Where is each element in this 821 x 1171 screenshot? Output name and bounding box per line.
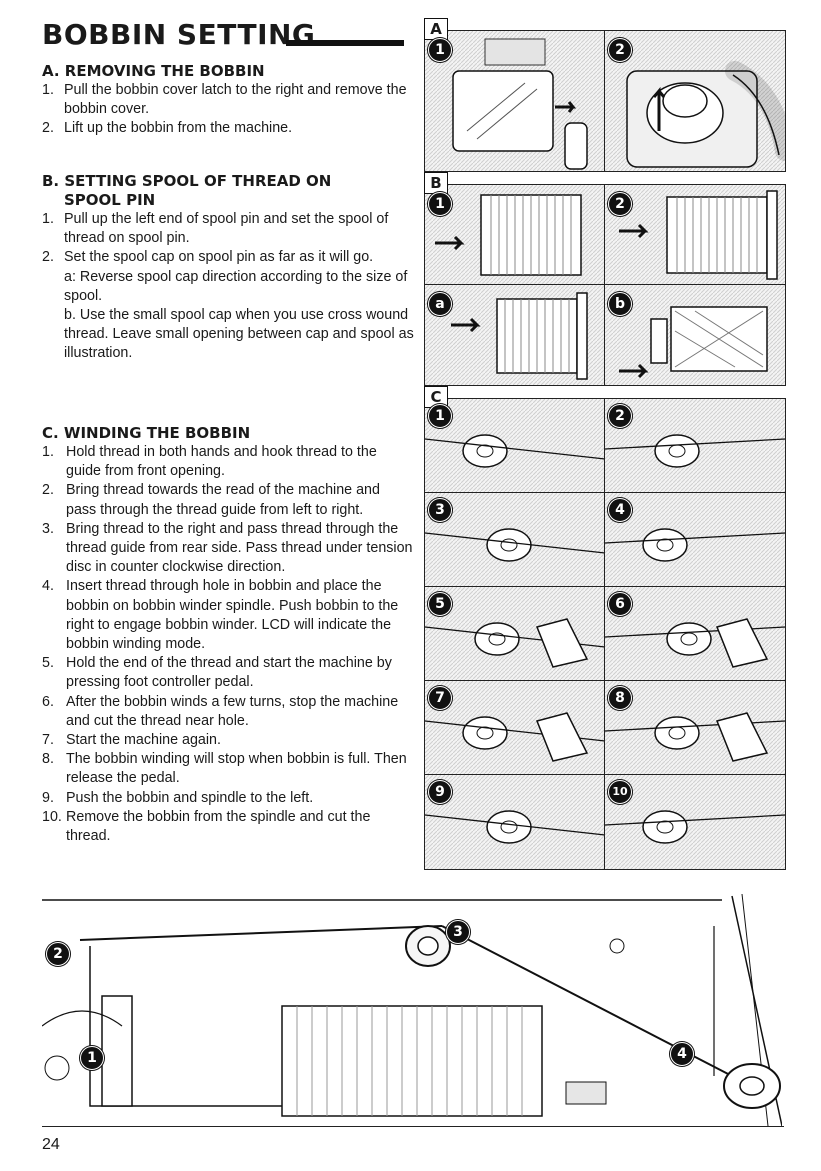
title-underline-bar	[286, 40, 404, 46]
figure-b-note-badge: b	[608, 292, 632, 316]
figure-a1-remove-cover	[424, 30, 606, 172]
winding-step-illustration	[425, 775, 605, 869]
figure-c-step-badge: 10	[608, 780, 632, 804]
note-b: b. Use the small spool cap when you use …	[64, 307, 414, 362]
section-a-title: A. REMOVING THE BOBBIN	[42, 62, 265, 80]
list-item: 8.The bobbin winding will stop when bobb…	[42, 751, 407, 787]
figure-b2-spool-cap	[604, 184, 786, 286]
spool-illustration	[425, 185, 605, 285]
figure-a2-lift-bobbin	[604, 30, 786, 172]
thread-path-illustration: 1 2 3 4	[41, 886, 783, 1132]
figure-b-b-cross-wound	[604, 284, 786, 386]
spool-cap-illustration	[605, 185, 785, 285]
list-item: 1.Pull up the left end of spool pin and …	[42, 211, 389, 247]
figure-c-step-panel	[604, 398, 786, 494]
winding-step-illustration	[425, 493, 605, 587]
figure-c-step-panel	[424, 398, 606, 494]
winding-step-illustration	[605, 399, 785, 493]
figure-b-note-badge: a	[428, 292, 452, 316]
figure-a-tag: A	[424, 18, 448, 40]
figure-c-step-panel	[604, 492, 786, 588]
figure-c-step-panel	[424, 586, 606, 682]
cross-wound-spool-illustration	[605, 285, 785, 385]
figure-a-step-badge: 1	[428, 38, 452, 62]
figure-c-step-panel	[424, 774, 606, 870]
large-spool-illustration	[425, 285, 605, 385]
footer-rule	[42, 1126, 784, 1127]
figure-b-step-badge: 2	[608, 192, 632, 216]
figure-b-a-spool-cap-reverse	[424, 284, 606, 386]
bobbin-cover-illustration	[425, 31, 605, 171]
note-a: a: Reverse spool cap direction according…	[64, 268, 408, 304]
page-number: 24	[42, 1136, 60, 1153]
list-item: 4.Insert thread through hole in bobbin a…	[42, 578, 399, 653]
list-item: 10.Remove the bobbin from the spindle an…	[42, 808, 371, 845]
winding-step-illustration	[605, 493, 785, 587]
figure-c-step-badge: 1	[428, 404, 452, 428]
list-item: 2.Set the spool cap on spool pin as far …	[42, 248, 414, 363]
winding-step-illustration	[605, 681, 785, 775]
list-item: 7.Start the machine again.	[42, 732, 221, 749]
figure-c-step-badge: 5	[428, 592, 452, 616]
section-b-title: B. SETTING SPOOL OF THREAD ON SPOOL PIN	[42, 172, 332, 209]
winding-step-illustration	[605, 775, 785, 869]
section-c-steps: 1.Hold thread in both hands and hook thr…	[42, 443, 414, 846]
section-removing-bobbin: A. REMOVING THE BOBBIN 1.Pull the bobbin…	[42, 62, 414, 139]
figure-b1-spool-on-pin	[424, 184, 606, 286]
winding-step-illustration	[425, 587, 605, 681]
figure-b-tag: B	[424, 172, 448, 194]
machine-top-illustration	[41, 886, 783, 1132]
figure-c-step-panel	[604, 586, 786, 682]
thread-path-badge: 1	[80, 1046, 104, 1070]
figure-c-step-badge: 9	[428, 780, 452, 804]
list-item: 5.Hold the end of the thread and start t…	[42, 655, 392, 691]
list-item: 1.Pull the bobbin cover latch to the rig…	[42, 82, 407, 118]
list-item: 9.Push the bobbin and spindle to the lef…	[42, 789, 314, 806]
list-item: 2.Lift up the bobbin from the machine.	[42, 120, 293, 137]
thread-path-badge: 3	[446, 920, 470, 944]
figure-c-step-badge: 4	[608, 498, 632, 522]
winding-step-illustration	[425, 399, 605, 493]
figure-c-step-badge: 7	[428, 686, 452, 710]
thread-path-badge: 2	[46, 942, 70, 966]
figure-a-step-badge: 2	[608, 38, 632, 62]
figure-c-step-panel	[604, 680, 786, 776]
figure-b-step-badge: 1	[428, 192, 452, 216]
list-item: 6.After the bobbin winds a few turns, st…	[42, 693, 399, 729]
winding-step-illustration	[605, 587, 785, 681]
list-item: 2.Bring thread towards the read of the m…	[42, 482, 380, 518]
figure-c-step-panel	[424, 680, 606, 776]
figure-c-step-panel	[604, 774, 786, 870]
section-c-title: C. WINDING THE BOBBIN	[42, 424, 251, 442]
section-a-steps: 1.Pull the bobbin cover latch to the rig…	[42, 81, 414, 139]
section-b-steps: 1.Pull up the left end of spool pin and …	[42, 210, 414, 364]
list-item: 3.Bring thread to the right and pass thr…	[42, 520, 413, 576]
page-title: BOBBIN SETTING	[42, 18, 316, 51]
figure-c-step-badge: 3	[428, 498, 452, 522]
figure-c-step-badge: 6	[608, 592, 632, 616]
figure-c-step-badge: 8	[608, 686, 632, 710]
section-winding-bobbin: C. WINDING THE BOBBIN 1.Hold thread in b…	[42, 424, 414, 846]
winding-step-illustration	[425, 681, 605, 775]
section-setting-spool: B. SETTING SPOOL OF THREAD ON SPOOL PIN …	[42, 172, 414, 364]
list-item: 1.Hold thread in both hands and hook thr…	[42, 444, 377, 480]
thread-path-badge: 4	[670, 1042, 694, 1066]
lift-bobbin-illustration	[605, 31, 785, 171]
figure-c-step-badge: 2	[608, 404, 632, 428]
